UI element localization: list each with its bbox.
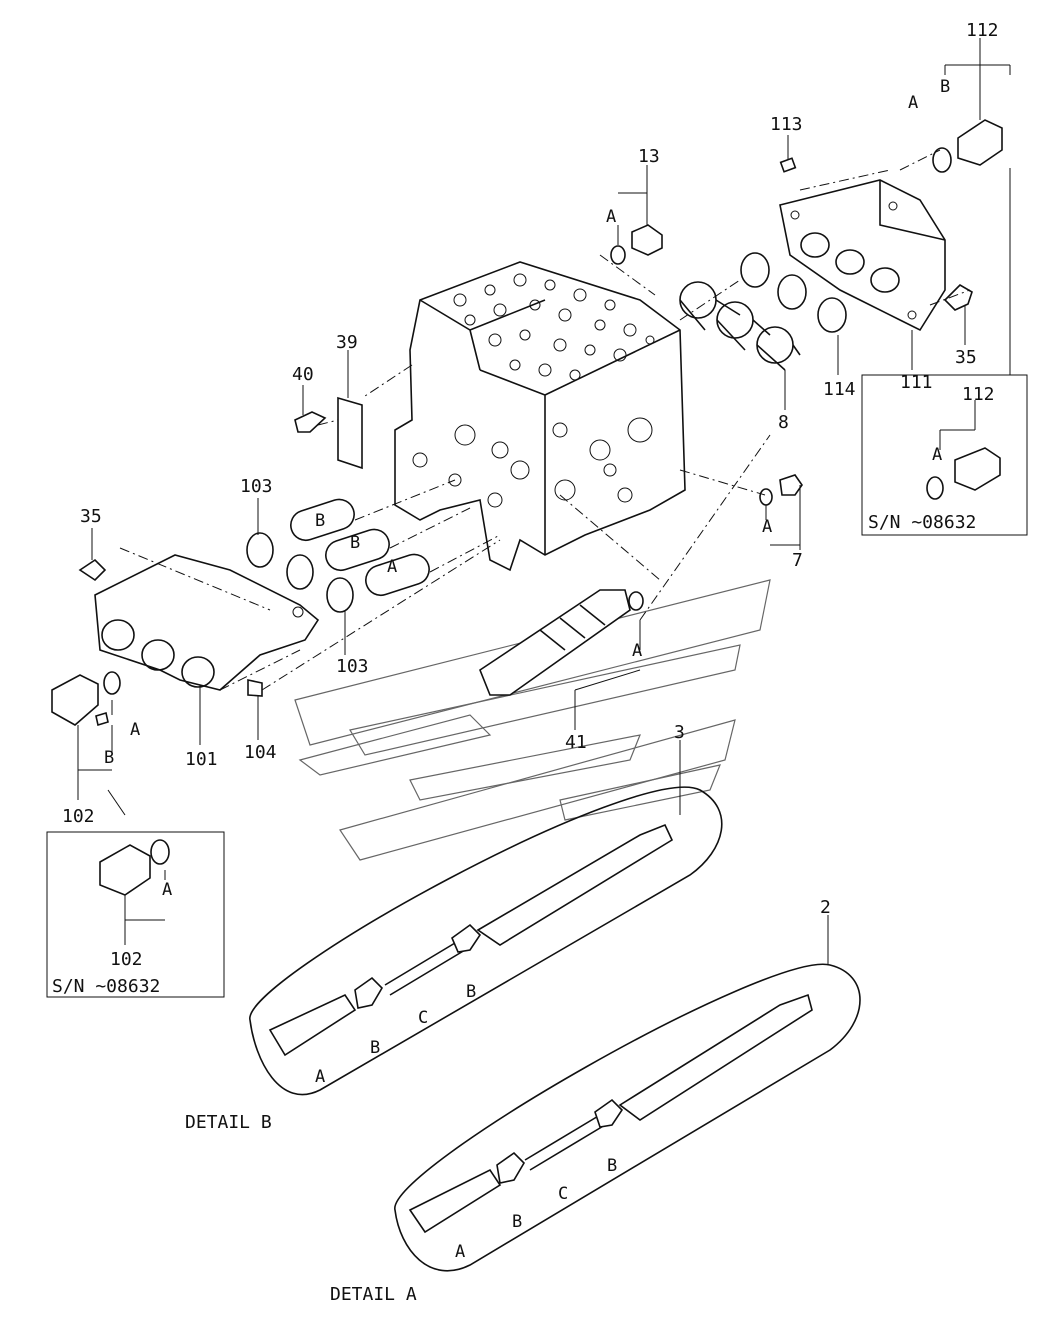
callout-13: 13 [638,146,660,167]
callout-40: 40 [292,364,314,385]
tag-db-a: A [315,1067,325,1087]
tag-41-a: A [632,641,642,661]
o-rings-114 [740,252,847,333]
spool-sleeves [246,498,430,613]
plug-112 [932,119,1003,173]
tag-sleeve-a: A [387,557,397,577]
watermark-logo [294,579,771,861]
callout-35-left: 35 [80,506,102,527]
valve-body [394,261,686,572]
callout-103-bottom: 103 [336,656,369,677]
tag-13-a: A [606,207,616,227]
assembly-lines [119,149,971,691]
letter-tags: A B A A A A B A A B B A A B C B A B C B [104,77,950,1262]
inset-box-right [861,374,1028,536]
tag-102-b: B [104,748,114,768]
callout-111: 111 [900,372,933,393]
callout-39: 39 [336,332,358,353]
callout-102-main: 102 [62,806,95,827]
tag-db-c: C [418,1008,428,1028]
tag-inset-right-a: A [932,445,942,465]
detail-b-spool [249,786,723,1096]
inset-right-plug [926,447,1001,500]
callout-35-right: 35 [955,347,977,368]
tag-da-b1: B [512,1212,522,1232]
inset-box-left [46,831,225,998]
tag-112-a: A [908,93,918,113]
detail-a-title: DETAIL A [330,1284,417,1305]
callout-101: 101 [185,749,218,770]
tag-db-b1: B [370,1038,380,1058]
sleeves-8 [679,281,801,371]
detail-b-title: DETAIL B [185,1112,272,1133]
inset-left-serial: S/N ~08632 [52,976,160,997]
tag-112-b: B [940,77,950,97]
callout-104: 104 [244,742,277,763]
inset-right-serial: S/N ~08632 [868,512,976,533]
spool-41 [479,589,644,696]
callout-103-top: 103 [240,476,273,497]
callout-7: 7 [792,550,803,571]
plug-13 [610,224,663,265]
callout-3: 3 [674,722,685,743]
cover-101 [78,554,320,697]
callout-2: 2 [820,897,831,918]
tag-da-c: C [558,1184,568,1204]
tag-da-a: A [455,1242,465,1262]
screws-right [779,157,973,311]
callout-41: 41 [565,732,587,753]
cover-111 [779,179,946,332]
tag-102-a: A [130,720,140,740]
leader-lines [77,38,1011,965]
detail-a-spool [394,963,861,1272]
callout-8: 8 [778,412,789,433]
tag-sleeve-b1: B [315,511,325,531]
callout-112-top: 112 [966,20,999,41]
callout-114: 114 [823,379,856,400]
inset-left-plug [99,839,170,896]
plug-7 [759,474,803,506]
callout-labels: 112 113 13 39 40 35 35 103 103 114 111 8… [62,20,999,970]
bracket-39 [294,396,363,470]
tag-da-b2: B [607,1156,617,1176]
tag-inset-left-a: A [162,880,172,900]
tag-sleeve-b2: B [350,533,360,553]
plug-102 [51,671,121,727]
callout-102-inset: 102 [110,949,143,970]
tag-db-b2: B [466,982,476,1002]
tag-7-a: A [762,517,772,537]
callout-112-inset: 112 [962,384,995,405]
callout-113: 113 [770,114,803,135]
